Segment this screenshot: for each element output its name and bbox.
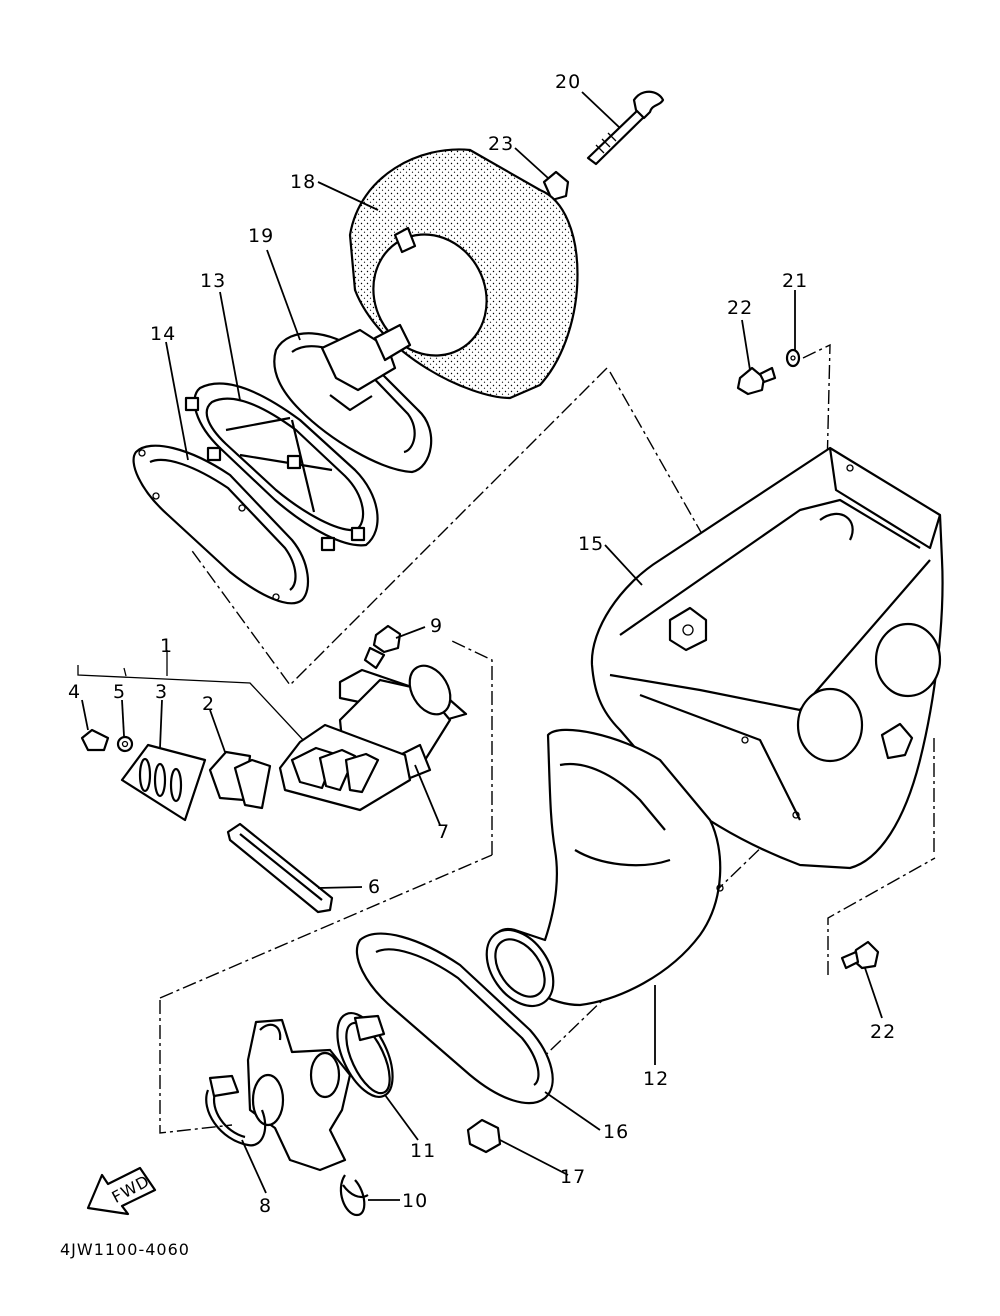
assembly-guide-lines — [159, 343, 936, 1134]
callout-15: 15 — [578, 533, 604, 555]
callout-11: 11 — [410, 1140, 436, 1162]
callout-22-top: 22 — [727, 297, 753, 319]
part-21-washer — [785, 348, 801, 368]
callout-labels: 20 23 18 19 13 14 22 21 15 9 1 4 5 3 2 7… — [68, 71, 896, 1217]
callout-14: 14 — [150, 323, 176, 345]
callout-8: 8 — [259, 1195, 272, 1217]
part-11-clamp — [336, 1012, 394, 1098]
leader-lines — [81, 91, 883, 1201]
part-13-filter-cage — [184, 382, 379, 552]
callout-20: 20 — [555, 71, 581, 93]
callout-19: 19 — [248, 225, 274, 247]
part-14-gasket — [132, 444, 309, 605]
part-12-intake-boot — [485, 728, 724, 1008]
part-3-reed-stopper — [120, 743, 207, 822]
drawing-code: 4JW1100-4060 — [60, 1240, 190, 1259]
callout-2: 2 — [202, 693, 215, 715]
part-17-nut — [466, 1118, 502, 1154]
part-22-bolt-bottom — [840, 940, 880, 970]
callout-5: 5 — [113, 681, 126, 703]
part-2-reed-petals — [208, 750, 272, 810]
reed-valve-bracket — [77, 650, 306, 743]
callout-3: 3 — [155, 681, 168, 703]
callout-16: 16 — [603, 1121, 629, 1143]
carburetor — [246, 1018, 352, 1172]
part-9-bolt — [363, 624, 402, 670]
part-8-clamp — [205, 1074, 267, 1147]
callout-9: 9 — [430, 615, 443, 637]
part-4-screw — [80, 728, 110, 752]
part-1-reed-valve-assembly — [278, 723, 412, 812]
callout-7: 7 — [437, 821, 450, 843]
callout-18: 18 — [290, 171, 316, 193]
part-20-bolt — [586, 90, 665, 166]
callout-6: 6 — [368, 876, 381, 898]
callout-21: 21 — [782, 270, 808, 292]
part-6-gasket — [226, 822, 334, 914]
callout-13: 13 — [200, 270, 226, 292]
part-5-washer — [116, 735, 134, 753]
part-10-clip — [339, 1174, 369, 1217]
callout-1: 1 — [160, 635, 173, 657]
part-22-bolt-top — [736, 366, 777, 396]
callout-12: 12 — [643, 1068, 669, 1090]
fwd-arrow-icon: FWD — [86, 1166, 157, 1216]
callout-22-bottom: 22 — [870, 1021, 896, 1043]
part-19-filter-guide — [273, 323, 433, 474]
part-18-air-filter — [348, 148, 579, 400]
callout-4: 4 — [68, 681, 81, 703]
callout-10: 10 — [402, 1190, 428, 1212]
callout-17: 17 — [560, 1166, 586, 1188]
part-16-flange — [355, 932, 554, 1105]
callout-23: 23 — [488, 133, 514, 155]
